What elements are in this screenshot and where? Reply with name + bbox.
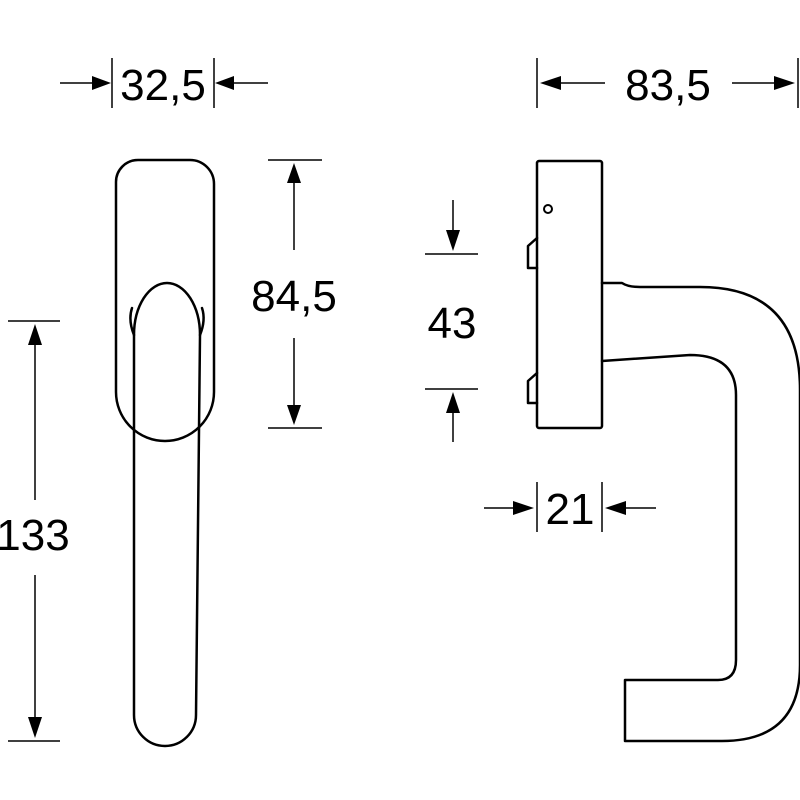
dim-front-rosette-height: 84,5	[251, 159, 337, 429]
front-handle-neck-right	[198, 306, 205, 337]
dim-front-width: 32,5	[60, 58, 268, 110]
dim-rosette-arrow-bottom	[287, 405, 301, 425]
dim-front-total-height: 133	[0, 320, 70, 742]
side-handle-lever	[600, 281, 800, 743]
dim-total-arrow-top	[28, 324, 42, 345]
dim-front-rosette-height-label: 84,5	[251, 272, 337, 321]
dim-total-arrow-bottom	[28, 717, 42, 738]
dim-side-screw-spacing: 43	[425, 200, 478, 442]
dim-side-width-arrow-left	[540, 76, 561, 90]
dim-spacing-arrow-bottom	[446, 392, 460, 413]
front-rosette	[114, 158, 216, 443]
dim-front-width-arrow-left	[92, 76, 111, 90]
dim-side-width-arrow-right	[774, 76, 795, 90]
dim-front-width-arrow-right	[215, 76, 234, 90]
dim-depth-arrow-left	[513, 501, 534, 515]
dim-front-total-height-label: 133	[0, 511, 70, 560]
dim-side-screw-spacing-label: 43	[428, 299, 477, 348]
dim-rosette-arrow-top	[287, 163, 301, 183]
front-handle-grip	[132, 281, 202, 748]
dim-spacing-arrow-top	[446, 230, 460, 251]
side-screw-hole	[543, 204, 553, 214]
dim-side-total-width: 83,5	[536, 58, 799, 110]
side-fixing-tab-bottom	[526, 371, 539, 405]
side-fixing-tab-top	[526, 236, 539, 270]
dim-side-rosette-depth: 21	[484, 482, 656, 534]
dim-front-width-label: 32,5	[120, 61, 206, 110]
front-handle-neck	[129, 306, 136, 337]
side-view	[526, 159, 800, 743]
side-rosette	[535, 159, 604, 430]
front-view	[114, 158, 216, 748]
dim-side-rosette-depth-label: 21	[546, 485, 595, 534]
dim-side-total-width-label: 83,5	[625, 61, 711, 110]
dim-depth-arrow-right	[605, 501, 626, 515]
